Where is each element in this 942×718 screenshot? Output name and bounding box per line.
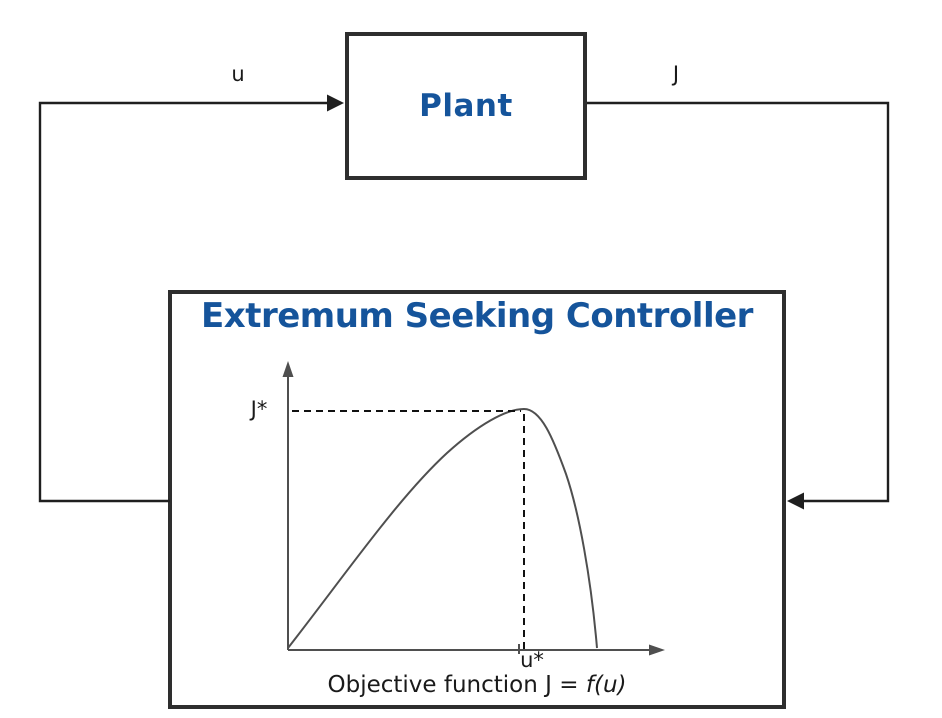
output-signal-label: J [672,62,680,86]
input-signal-label: u [231,62,245,86]
plant-block: Plant [345,32,587,180]
arrowhead-into-plant-icon [327,94,344,112]
plant-label: Plant [419,88,513,124]
optimal-input-label: u* [520,648,544,672]
controller-title: Extremum Seeking Controller [201,296,753,336]
arrowhead-into-controller-icon [787,492,804,510]
plot-caption: Objective function J =f(u) [168,672,786,698]
plot-caption-text: Objective function J = [327,672,579,698]
controller-block [168,290,786,709]
plot-caption-math: f(u) [585,672,627,698]
peak-value-label: J* [250,397,268,421]
